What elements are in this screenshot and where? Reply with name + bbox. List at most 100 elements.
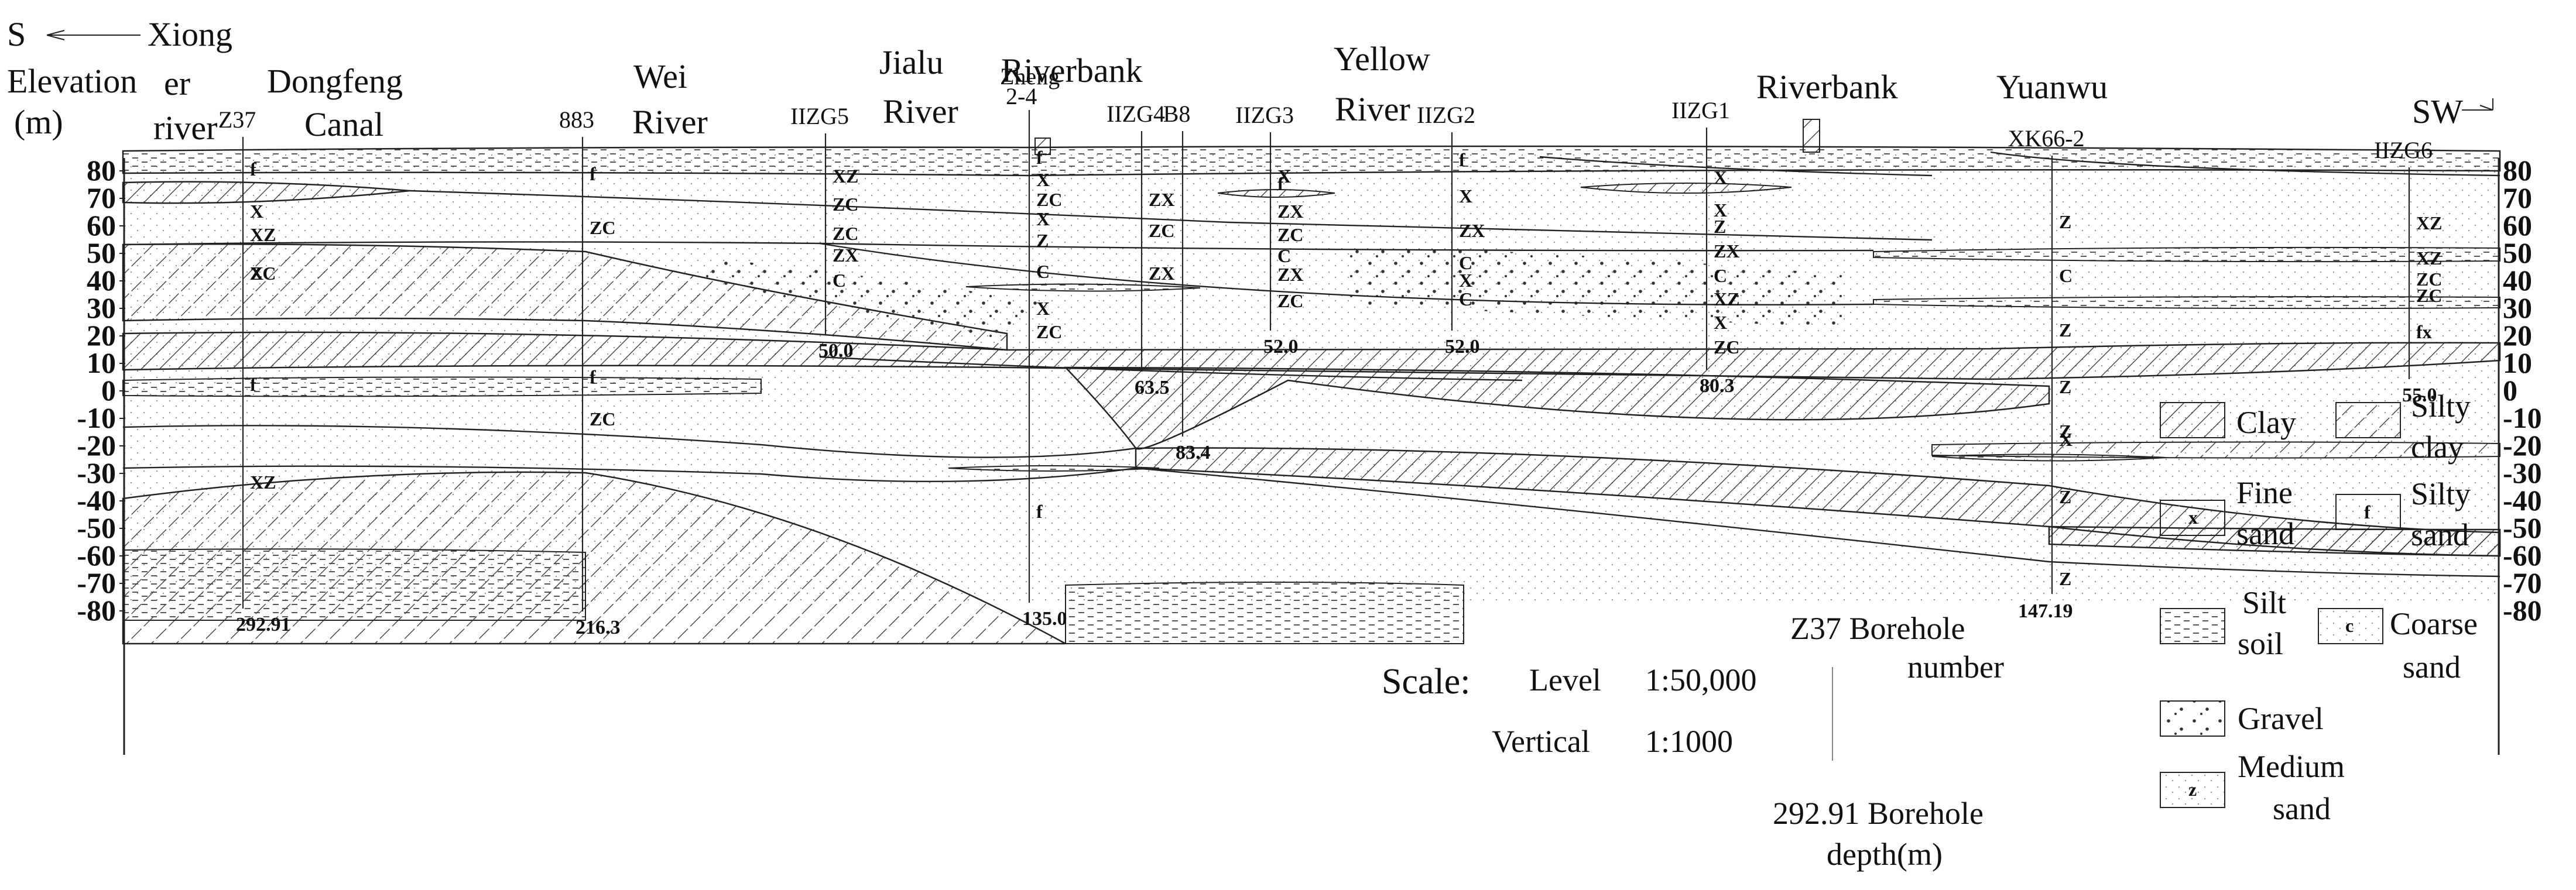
axis-left-tick-label: -30 [77,456,116,489]
lithology-symbol: Z [1036,230,1049,251]
axis-left-tick-label: -80 [77,594,116,627]
svg-text:clay: clay [2411,429,2464,465]
lithology-symbol: f [590,366,596,387]
riverbank-levee-right [1803,119,1820,153]
borehole-depth: 52.0 [1445,336,1480,358]
svg-text:depth(m): depth(m) [1827,837,1943,872]
lithology-symbol: X [250,201,263,222]
svg-text:sand: sand [2403,650,2461,685]
lithology-symbol: ZC [833,194,858,215]
axis-right-tick-label: 80 [2503,154,2532,187]
lithology-symbol: ZC [1036,189,1062,210]
svg-text:Clay: Clay [2236,405,2296,440]
lithology-symbol: f [1277,173,1284,194]
svg-text:292.91 Borehole: 292.91 Borehole [1773,796,1984,831]
lithology-symbol: f [1036,501,1043,522]
legend: Clay Silty clay x Fine sand f Silty sand… [2160,389,2478,826]
lithology-symbol: X [2059,429,2073,450]
svg-text:Jialu: Jialu [879,43,944,81]
borehole-id: IIZG5 [790,103,849,129]
lithology-symbol: ZX [1149,189,1174,210]
axis-right-tick-label: -10 [2503,401,2542,434]
lithology-symbol: ZX [1459,220,1485,241]
place-dongfeng-canal: Dongfeng Canal [267,62,403,143]
borehole-depth: 50.0 [818,340,854,362]
axis-left-tick-label: 50 [87,236,116,269]
lithology-symbol: f [250,374,256,395]
elevation-unit: (m) [14,103,63,141]
direction-left-label: S [7,15,26,53]
lithology-symbol: XZ [250,472,276,493]
svg-text:Wei: Wei [633,57,687,95]
svg-text:Scale:: Scale: [1382,662,1471,702]
axis-right-tick-label: -40 [2503,484,2542,517]
legend-item-clay: Clay [2160,402,2296,440]
legend-item-medium-sand: z Medium sand [2160,749,2345,826]
lithology-symbol: Z [2059,486,2071,507]
borehole-id: IIZG1 [1671,97,1730,123]
svg-text:Fine: Fine [2236,475,2293,510]
lithology-symbol: f [590,163,596,184]
axis-right-ticks: 80706050403020100-10-20-30-40-50-60-70-8… [2503,154,2542,627]
svg-text:er: er [164,64,190,102]
lithology-symbol: X [1036,169,1050,190]
lithology-symbol: Z [2059,568,2071,589]
lithology-symbol: ZX [1277,201,1303,222]
direction-arrow-right-icon [2462,98,2493,111]
lithology-symbol: ZC [1714,336,1739,358]
svg-text:River: River [1335,90,1410,128]
borehole-depth: 147.19 [2018,600,2073,622]
lithology-symbol: C [1459,288,1472,310]
legend-item-silt-soil: Silt soil [2160,585,2286,661]
axis-left-tick-label: 60 [87,209,116,242]
lithology-symbol: X [1277,166,1291,187]
axis-right-tick-label: 0 [2503,374,2517,407]
axis-right-tick-label: 30 [2503,291,2532,324]
axis-right-tick-label: -20 [2503,429,2542,462]
place-riverbank-right: Riverbank [1756,68,1898,106]
lens-mid-0 [1931,453,2167,462]
lithology-symbol: X [1714,312,1727,333]
lithology-symbol: C [1277,245,1291,266]
svg-text:Yellow: Yellow [1334,40,1430,78]
borehole-id: B8 [1163,101,1191,127]
lithology-symbol: XZ [1714,288,1739,310]
lithology-symbol: Z [1714,216,1726,237]
svg-text:1:50,000: 1:50,000 [1645,662,1757,697]
lithology-symbol: ZC [2416,285,2442,306]
lithology-symbol: C [1459,252,1472,273]
lens-clay-iizg3 [1217,189,1335,198]
lithology-symbol: f [1036,147,1043,168]
legend-item-silty-clay: Silty clay [2335,389,2471,465]
lithology-symbol: ZC [250,263,276,284]
lithology-symbol: Z [2059,319,2071,341]
layer-silt-top [122,145,2501,177]
borehole-depth: 55.0 [2402,384,2437,406]
layer-silt-bottom-right [1065,582,1464,644]
lithology-symbol: ZC [2416,269,2442,290]
legend-item-gravel: Gravel [2160,700,2324,737]
lithology-symbol: X [1036,298,1050,319]
direction-right-label: SW [2412,92,2463,130]
svg-text:Gravel: Gravel [2238,701,2324,736]
borehole-id: IIZG3 [1235,102,1294,128]
axis-right-tick-label: 50 [2503,236,2532,269]
lithology-symbol: ZX [1277,264,1303,285]
borehole-depth: 80.3 [1700,375,1735,397]
axis-right-tick-label: 60 [2503,209,2532,242]
axis-left-tick-label: -10 [77,401,116,434]
layer-siltyclay-wedge [122,243,1008,351]
axis-left-tick-label: 30 [87,291,116,324]
lithology-symbol: f [1459,149,1465,170]
axis-right-tick-label: 10 [2503,346,2532,379]
lithology-symbol: ZC [1277,290,1303,311]
layer-clay-band-30 [122,331,2501,380]
svg-text:river: river [153,109,218,147]
lithology-symbol: ZC [590,217,615,238]
zone-gravel-b [1347,246,1844,328]
